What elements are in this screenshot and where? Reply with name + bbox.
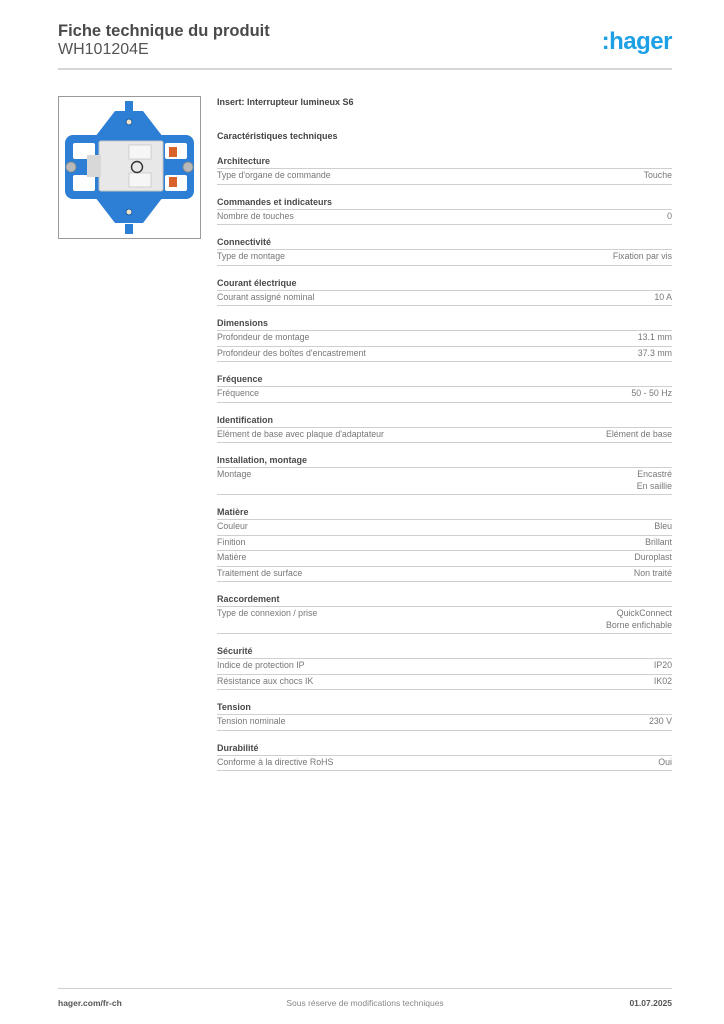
- spec-content: Insert: Interrupteur lumineux S6 Caracté…: [217, 95, 672, 771]
- spec-value: Oui: [658, 756, 672, 767]
- spec-value: Touche: [643, 170, 672, 180]
- spec-row: Type de connexion / prise QuickConnect Bo…: [217, 607, 672, 634]
- website-link[interactable]: hager.com/fr-ch: [58, 998, 122, 1008]
- section-title: Dimensions: [217, 317, 672, 331]
- spec-row: Matière Duroplast: [217, 551, 672, 567]
- spec-row: Type d'organe de commande Touche: [217, 169, 672, 185]
- spec-label: Nombre de touches: [217, 210, 294, 221]
- spec-label: Conforme à la directive RoHS: [217, 756, 334, 767]
- spec-label: Tension nominale: [217, 716, 286, 726]
- hager-logo: :hager: [601, 28, 673, 55]
- section-title: Identification: [217, 414, 672, 428]
- spec-value: QuickConnect Borne enfichable: [605, 608, 672, 630]
- section-title: Matière: [217, 506, 672, 520]
- spec-row: Nombre de touches 0: [217, 210, 672, 225]
- spec-label: Indice de protection IP: [217, 660, 305, 670]
- spec-value: IK02: [653, 675, 672, 686]
- spec-row: Conforme à la directive RoHS Oui: [217, 756, 672, 771]
- spec-label: Profondeur de montage: [217, 332, 310, 342]
- spec-row: Type de montage Fixation par vis: [217, 250, 672, 266]
- section-title: Tension: [217, 701, 672, 715]
- spec-row: Elément de base avec plaque d'adaptateur…: [217, 428, 672, 443]
- section-title: Durabilité: [217, 742, 672, 756]
- section-title: Connectivité: [217, 236, 672, 250]
- spec-row: Couleur Bleu: [217, 520, 672, 536]
- spec-row: Courant assigné nominal 10 A: [217, 291, 672, 306]
- spec-row: Finition Brillant: [217, 536, 672, 551]
- spec-label: Elément de base avec plaque d'adaptateur: [217, 428, 384, 439]
- document-date: 01.07.2025: [629, 998, 672, 1008]
- spec-value: Duroplast: [634, 552, 672, 562]
- spec-row: Profondeur de montage 13.1 mm: [217, 331, 672, 347]
- header-divider: [58, 68, 672, 70]
- switch-insert-illustration: [65, 101, 194, 234]
- spec-row: Tension nominale 230 V: [217, 715, 672, 731]
- spec-label: Courant assigné nominal: [217, 291, 315, 302]
- insert-title: Insert: Interrupteur lumineux S6: [217, 97, 354, 107]
- spec-label: Type d'organe de commande: [217, 170, 331, 180]
- spec-value: Non traité: [633, 567, 672, 578]
- spec-label: Montage: [217, 469, 252, 479]
- spec-value: 50 - 50 Hz: [631, 388, 672, 398]
- section-title: Installation, montage: [217, 454, 672, 468]
- section-title: Architecture: [217, 155, 672, 169]
- product-image: [58, 96, 201, 239]
- section-title: Commandes et indicateurs: [217, 196, 672, 210]
- spec-label: Type de connexion / prise: [217, 608, 318, 618]
- section-title: Sécurité: [217, 645, 672, 659]
- spec-value: Fixation par vis: [612, 251, 672, 261]
- spec-label: Couleur: [217, 521, 248, 531]
- spec-value: IP20: [653, 660, 672, 670]
- spec-row: Profondeur des boîtes d'encastrement 37.3…: [217, 347, 672, 362]
- spec-label: Finition: [217, 536, 246, 547]
- spec-row: Indice de protection IP IP20: [217, 659, 672, 675]
- spec-value: 37.3 mm: [637, 347, 672, 358]
- spec-label: Type de montage: [217, 251, 285, 261]
- spec-label: Résistance aux chocs IK: [217, 675, 314, 686]
- spec-value: Bleu: [654, 521, 672, 531]
- footer-disclaimer: Sous réserve de modifications techniques: [286, 998, 444, 1008]
- section-title: Raccordement: [217, 593, 672, 607]
- spec-value: 10 A: [654, 291, 672, 302]
- spec-value: Encastré En saillie: [636, 469, 672, 491]
- spec-label: Fréquence: [217, 388, 260, 398]
- technical-characteristics-title: Caractéristiques techniques: [217, 131, 338, 141]
- spec-value: 0: [667, 210, 672, 221]
- product-code: WH101204E: [58, 41, 149, 58]
- spec-value: 230 V: [649, 716, 672, 726]
- spec-row: Fréquence 50 - 50 Hz: [217, 387, 672, 403]
- spec-row: Traitement de surface Non traité: [217, 567, 672, 582]
- section-title: Courant électrique: [217, 277, 672, 291]
- spec-label: Profondeur des boîtes d'encastrement: [217, 347, 366, 358]
- footer-divider: [58, 988, 672, 989]
- spec-row: Montage Encastré En saillie: [217, 468, 672, 495]
- spec-value: Elément de base: [605, 428, 672, 439]
- page-title: Fiche technique du produit: [58, 22, 270, 40]
- spec-value: Brillant: [645, 536, 672, 547]
- section-title: Fréquence: [217, 373, 672, 387]
- spec-row: Résistance aux chocs IK IK02: [217, 675, 672, 690]
- page-header: Fiche technique du produit WH101204E: [58, 22, 672, 59]
- spec-value: 13.1 mm: [637, 332, 672, 342]
- spec-label: Traitement de surface: [217, 567, 303, 578]
- spec-label: Matière: [217, 552, 247, 562]
